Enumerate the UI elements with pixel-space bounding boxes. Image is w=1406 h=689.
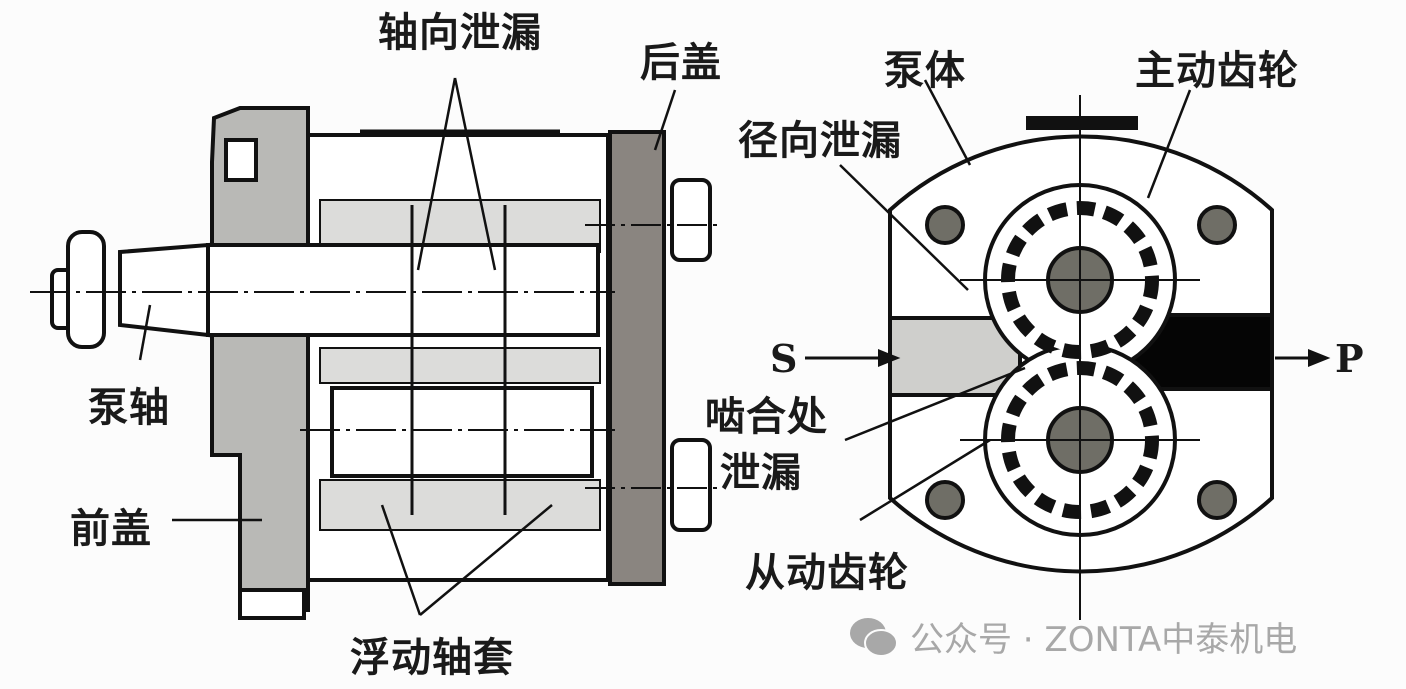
label-radial-leak: 径向泄漏: [738, 118, 902, 164]
label-mesh-leak-1: 啮合处: [705, 394, 828, 440]
rear-cover-part: [608, 130, 666, 586]
label-driving-gear: 主动齿轮: [1135, 48, 1299, 94]
label-pressure: P: [1335, 336, 1365, 381]
label-suction: S: [770, 336, 799, 381]
label-pump-shaft: 泵轴: [88, 385, 170, 431]
label-mesh-leak-2: 泄漏: [720, 450, 802, 496]
label-axial-leak: 轴向泄漏: [378, 10, 542, 56]
watermark-text: 公众号 · ZONTA中泰机电: [910, 620, 1298, 660]
label-front-cover: 前盖: [70, 506, 152, 552]
label-floating-bushing: 浮动轴套: [350, 635, 514, 681]
label-pump-body: 泵体: [884, 48, 966, 94]
front-cover: [210, 106, 310, 612]
label-rear-cover: 后盖: [640, 40, 722, 86]
wechat-icon: [850, 617, 898, 657]
watermark: 公众号 · ZONTA中泰机电: [848, 612, 1297, 661]
label-driven-gear: 从动齿轮: [745, 550, 909, 596]
